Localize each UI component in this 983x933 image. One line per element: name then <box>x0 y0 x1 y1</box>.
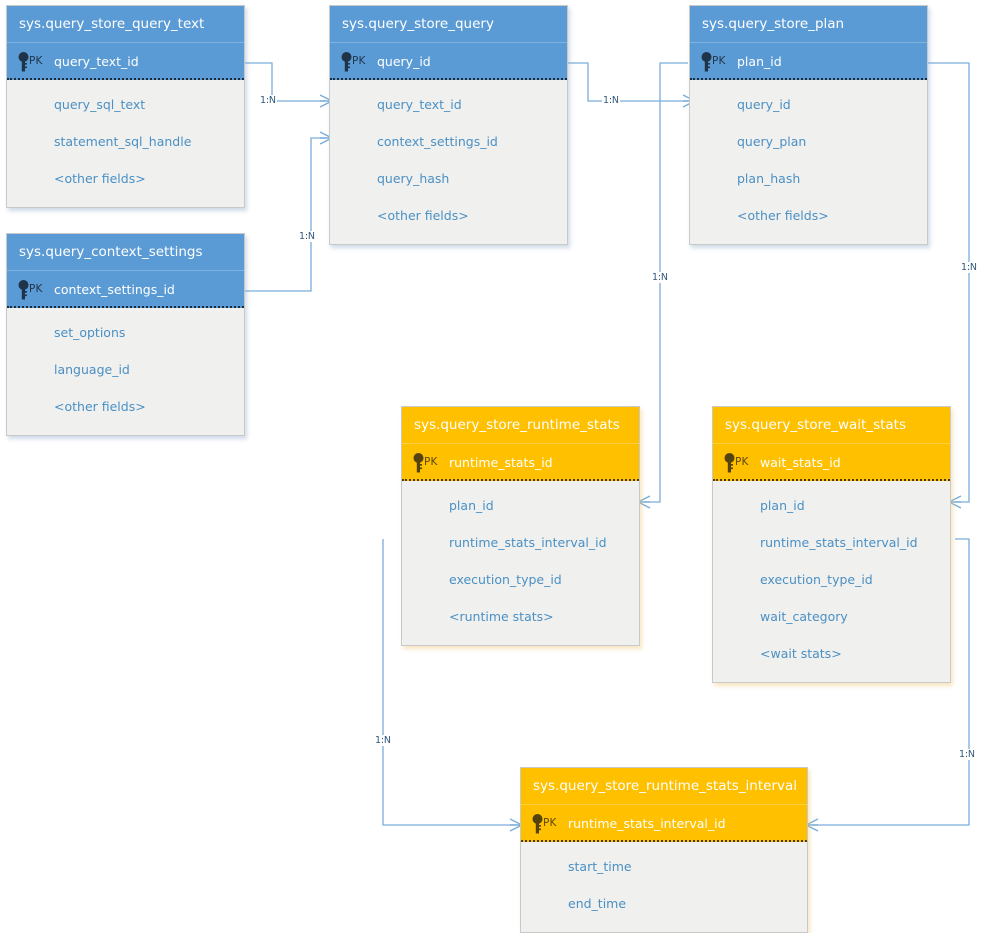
primary-key-row[interactable]: PK runtime_stats_interval_id <box>521 805 807 842</box>
field-list: set_options language_id <other fields> <box>7 308 244 435</box>
field-row: set_options <box>54 325 126 340</box>
pk-tag: PK <box>352 55 366 67</box>
field-row: <runtime stats> <box>449 609 554 624</box>
primary-key-row[interactable]: PK runtime_stats_id <box>402 444 639 481</box>
field-row: start_time <box>568 859 632 874</box>
pk-tag: PK <box>712 55 726 67</box>
edge-query-to-plan <box>568 62 688 102</box>
key-icon <box>18 52 29 72</box>
pk-field-name: query_id <box>377 54 431 69</box>
primary-key-row[interactable]: PK query_id <box>330 43 567 80</box>
cardinality-label: 1:N <box>374 735 392 746</box>
field-row: <other fields> <box>737 208 829 223</box>
field-list: query_id query_plan plan_hash <other fie… <box>690 80 927 244</box>
entity-query-store-wait-stats[interactable]: sys.query_store_wait_stats PK wait_stats… <box>712 406 951 683</box>
field-row: plan_hash <box>737 171 801 186</box>
entity-title: sys.query_store_runtime_stats <box>402 407 639 444</box>
edge-query-text-to-query <box>245 62 325 102</box>
key-icon <box>413 453 424 473</box>
field-list: query_text_id context_settings_id query_… <box>330 80 567 244</box>
pk-tag: PK <box>424 456 438 468</box>
field-row: wait_category <box>760 609 848 624</box>
field-row: statement_sql_handle <box>54 134 192 149</box>
field-row: query_text_id <box>377 97 462 112</box>
primary-key-row[interactable]: PK wait_stats_id <box>713 444 950 481</box>
entity-query-context-settings[interactable]: sys.query_context_settings PK context_se… <box>6 233 245 436</box>
cardinality-label: 1:N <box>602 95 620 106</box>
pk-field-name: runtime_stats_id <box>449 455 553 470</box>
field-row: context_settings_id <box>377 134 498 149</box>
field-row: plan_id <box>760 498 805 513</box>
pk-field-name: runtime_stats_interval_id <box>568 816 726 831</box>
entity-title: sys.query_store_query <box>330 6 567 43</box>
field-row: query_id <box>737 97 791 112</box>
entity-query-store-runtime-stats-interval[interactable]: sys.query_store_runtime_stats_interval P… <box>520 767 808 933</box>
entity-title: sys.query_context_settings <box>7 234 244 271</box>
entity-title: sys.query_store_plan <box>690 6 927 43</box>
pk-tag: PK <box>29 283 43 295</box>
field-row: execution_type_id <box>760 572 873 587</box>
field-row: <wait stats> <box>760 646 842 661</box>
entity-title: sys.query_store_wait_stats <box>713 407 950 444</box>
pk-field-name: query_text_id <box>54 54 139 69</box>
key-icon <box>701 52 712 72</box>
cardinality-label: 1:N <box>958 749 976 760</box>
key-icon <box>18 280 29 300</box>
entity-title: sys.query_store_query_text <box>7 6 244 43</box>
field-row: language_id <box>54 362 130 377</box>
entity-query-store-runtime-stats[interactable]: sys.query_store_runtime_stats PK runtime… <box>401 406 640 646</box>
primary-key-row[interactable]: PK plan_id <box>690 43 927 80</box>
cardinality-label: 1:N <box>298 231 316 242</box>
field-row: <other fields> <box>377 208 469 223</box>
entity-query-store-query-text[interactable]: sys.query_store_query_text PK query_text… <box>6 5 245 208</box>
field-list: query_sql_text statement_sql_handle <oth… <box>7 80 244 207</box>
edge-context-settings-to-query <box>245 137 325 292</box>
field-row: runtime_stats_interval_id <box>760 535 918 550</box>
entity-query-store-query[interactable]: sys.query_store_query PK query_id query_… <box>329 5 568 245</box>
key-icon <box>724 453 735 473</box>
field-list: plan_id runtime_stats_interval_id execut… <box>713 481 950 682</box>
field-row: execution_type_id <box>449 572 562 587</box>
cardinality-label: 1:N <box>960 262 978 273</box>
field-list: plan_id runtime_stats_interval_id execut… <box>402 481 639 645</box>
field-row: end_time <box>568 896 627 911</box>
primary-key-row[interactable]: PK query_text_id <box>7 43 244 80</box>
field-row: query_plan <box>737 134 807 149</box>
pk-field-name: context_settings_id <box>54 282 175 297</box>
field-row: query_hash <box>377 171 450 186</box>
pk-tag: PK <box>543 817 557 829</box>
cardinality-label: 1:N <box>259 95 277 106</box>
pk-tag: PK <box>29 55 43 67</box>
field-row: <other fields> <box>54 171 146 186</box>
pk-field-name: wait_stats_id <box>760 455 841 470</box>
pk-tag: PK <box>735 456 749 468</box>
key-icon <box>341 52 352 72</box>
field-list: start_time end_time <box>521 842 807 932</box>
primary-key-row[interactable]: PK context_settings_id <box>7 271 244 308</box>
field-row: runtime_stats_interval_id <box>449 535 607 550</box>
field-row: <other fields> <box>54 399 146 414</box>
field-row: plan_id <box>449 498 494 513</box>
key-icon <box>532 814 543 834</box>
entity-query-store-plan[interactable]: sys.query_store_plan PK plan_id query_id… <box>689 5 928 245</box>
pk-field-name: plan_id <box>737 54 782 69</box>
cardinality-label: 1:N <box>651 272 669 283</box>
field-row: query_sql_text <box>54 97 146 112</box>
entity-title: sys.query_store_runtime_stats_interval <box>521 768 807 805</box>
